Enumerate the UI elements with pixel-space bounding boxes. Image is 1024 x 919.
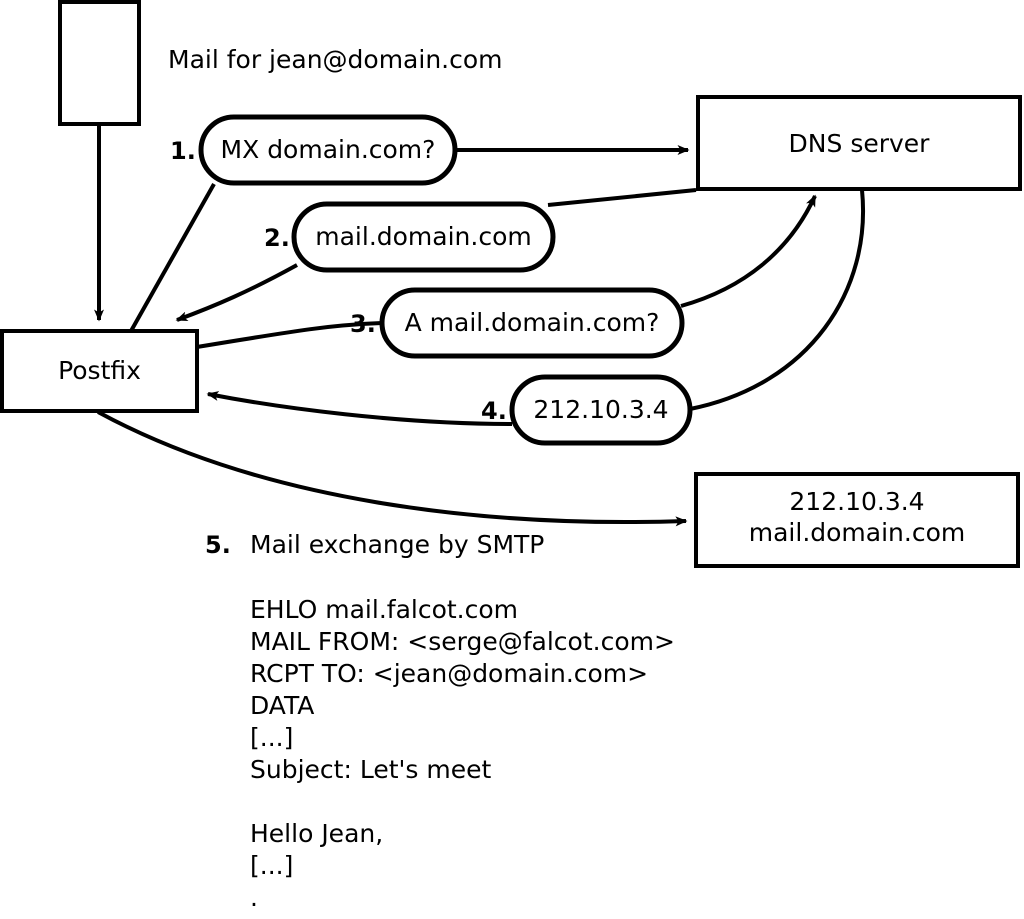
smtp-transcript-line: . xyxy=(250,883,258,912)
smtp-transcript-line: Hello Jean, xyxy=(250,819,384,848)
dns-server-box[interactable] xyxy=(696,95,1022,191)
smtp-transcript-line: RCPT TO: <jean@domain.com> xyxy=(250,659,649,688)
smtp-transcript-line: [...] xyxy=(250,723,294,752)
step-5-number: 5. xyxy=(205,531,231,559)
edge-step2-to-postfix xyxy=(175,263,298,322)
step-3-bubble[interactable] xyxy=(379,287,685,359)
edge-dns-to-step4 xyxy=(689,189,865,411)
step-2-bubble[interactable] xyxy=(291,201,556,273)
step-3-number: 3. xyxy=(350,310,376,338)
edge-postfix-to-mailserver xyxy=(97,410,688,527)
step-2-number: 2. xyxy=(264,224,290,252)
step-4-label[interactable]: 212.10.3.4 xyxy=(533,395,669,424)
smtp-transcript-line: Subject: Let's meet xyxy=(250,755,492,784)
step-5-label: Mail exchange by SMTP xyxy=(250,530,545,559)
step-2-label[interactable]: mail.domain.com xyxy=(315,222,532,251)
smtp-transcript-line: MAIL FROM: <serge@falcot.com> xyxy=(250,627,675,656)
edge-postfix-to-step3 xyxy=(196,321,384,349)
postfix-box[interactable] xyxy=(0,329,199,413)
edge-dns-to-step2 xyxy=(547,188,697,207)
step-1-bubble[interactable] xyxy=(198,114,458,186)
smtp-transcript-line xyxy=(250,786,675,818)
step-1-label[interactable]: MX domain.com? xyxy=(220,135,436,164)
mail-server-box[interactable] xyxy=(694,472,1020,568)
smtp-transcript-line: EHLO mail.falcot.com xyxy=(250,595,519,624)
edge-step3-to-dns xyxy=(680,194,817,308)
step-1-number: 1. xyxy=(170,137,196,165)
smtp-transcript-line: [...] xyxy=(250,851,294,880)
edge-step4-to-postfix xyxy=(206,391,513,426)
page-caption: Mail for jean@domain.com xyxy=(168,45,503,74)
step-4-bubble[interactable] xyxy=(509,374,693,446)
step-4-number: 4. xyxy=(481,397,507,425)
sender-box[interactable] xyxy=(58,0,141,126)
step-3-label[interactable]: A mail.domain.com? xyxy=(404,308,660,337)
edge-postfix-to-step1 xyxy=(129,183,216,332)
smtp-transcript-line: DATA xyxy=(250,691,315,720)
